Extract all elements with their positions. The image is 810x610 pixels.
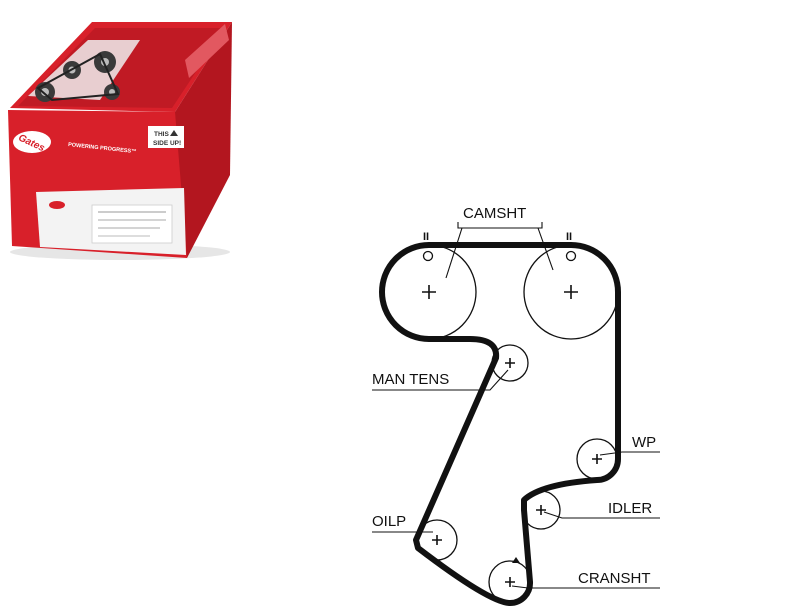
crankshaft-center-cross bbox=[505, 577, 515, 587]
oilp-label: OILP bbox=[372, 513, 406, 530]
box-side-face bbox=[175, 22, 232, 258]
idler-label: IDLER bbox=[608, 500, 652, 517]
idler-leader bbox=[543, 511, 660, 519]
man-tens-label: MAN TENS bbox=[372, 371, 449, 388]
leader-lines bbox=[372, 222, 660, 589]
crankshaft-timing-mark bbox=[512, 557, 520, 563]
camshaft-label: CAMSHT bbox=[463, 205, 526, 222]
timing-belt-diagram: II II CAMSHT MAN TENS WP OILP IDLER CRAN… bbox=[372, 205, 660, 607]
man-tens-center-cross bbox=[505, 358, 515, 368]
top-graphic-pulleys bbox=[35, 51, 120, 102]
camshaft-left-timing-hole bbox=[422, 250, 434, 262]
gates-logo bbox=[13, 131, 51, 153]
camshaft-bracket bbox=[457, 222, 543, 229]
idler-center-cross bbox=[536, 505, 546, 515]
camshaft-right-center-cross bbox=[564, 285, 578, 299]
wp-leader bbox=[599, 451, 660, 456]
timing-belt bbox=[379, 242, 621, 607]
up-arrow-icon bbox=[170, 130, 178, 136]
gates-product-box: Gates POWERING PROGRESS™ THIS SIDE UP! bbox=[8, 22, 232, 260]
water-pump-center-cross bbox=[592, 454, 602, 464]
camshaft-leader-left bbox=[445, 227, 463, 279]
oil-pump-center-cross bbox=[432, 535, 442, 545]
camshaft-left-center-cross bbox=[422, 285, 436, 299]
timing-mark-right: II bbox=[566, 231, 572, 243]
wp-label: WP bbox=[632, 434, 656, 451]
camshaft-right-timing-hole bbox=[565, 250, 577, 262]
this-side-up-line1: THIS bbox=[154, 131, 169, 138]
crankshaft-label: CRANSHT bbox=[578, 570, 651, 587]
panel-gates-logo bbox=[49, 201, 65, 209]
this-side-up-line2: SIDE UP! bbox=[153, 140, 181, 147]
crankshaft-leader bbox=[511, 585, 660, 589]
box-barcode-label bbox=[91, 204, 173, 244]
timing-mark-left: II bbox=[423, 231, 429, 243]
man-tens-leader bbox=[372, 369, 509, 391]
camshaft-leader-right bbox=[537, 227, 554, 271]
box-side-band bbox=[185, 24, 229, 78]
pulley-centre-marks bbox=[422, 285, 602, 587]
